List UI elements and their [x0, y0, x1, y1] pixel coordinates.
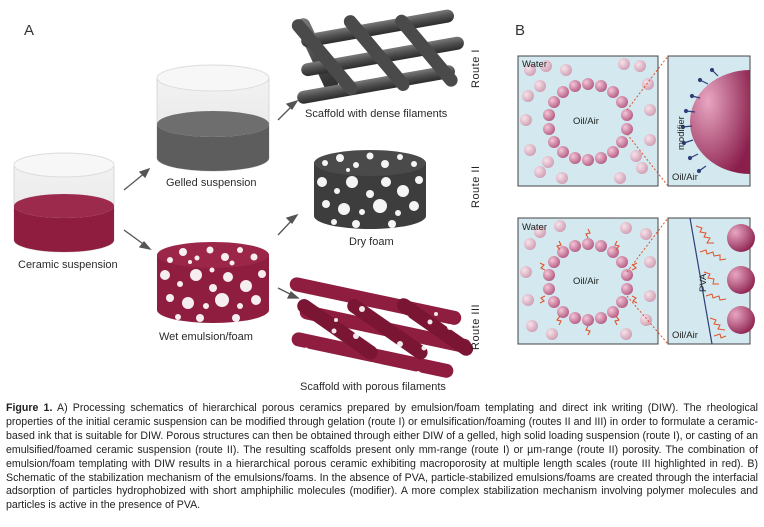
route-1-label: Route I [470, 49, 482, 88]
modifier-chains [680, 67, 719, 174]
dry-foam-cylinder [314, 150, 426, 229]
gelled-suspension-label: Gelled suspension [166, 177, 257, 189]
arrow-to-dense-scaffold [277, 99, 299, 121]
figure-graphics [13, 9, 755, 378]
route-3-label: Route III [470, 303, 482, 350]
panel-b-top-box [517, 55, 751, 187]
arrow-to-gelled [123, 167, 151, 191]
pva-label: PVA [698, 273, 709, 292]
oil-air-top-label: Oil/Air [573, 116, 599, 127]
oil-air-zoom-bottom-label: Oil/Air [672, 330, 698, 341]
water-bottom-label: Water [522, 222, 547, 233]
panel-b-letter: B [515, 22, 526, 39]
porous-scaffold-label: Scaffold with porous filaments [300, 381, 446, 393]
figure-caption: Figure 1. A) Processing schematics of hi… [6, 402, 758, 513]
particle-ring-top [543, 78, 633, 166]
route-2-label: Route II [470, 165, 482, 208]
ceramic-suspension-beaker [13, 152, 115, 253]
modifier-label: modifier [676, 116, 687, 150]
ceramic-suspension-label: Ceramic suspension [18, 259, 118, 271]
dense-scaffold [291, 9, 464, 104]
particle-ring-bottom [543, 238, 633, 326]
arrow-to-emulsion [123, 229, 152, 251]
caption-text: A) Processing schematics of hierarchical… [6, 402, 759, 512]
wet-emulsion-cylinder [157, 242, 269, 323]
oil-air-bottom-label: Oil/Air [573, 276, 599, 287]
water-top-label: Water [522, 59, 547, 70]
caption-label: Figure 1. [6, 402, 53, 414]
arrow-to-dry-foam [277, 213, 299, 236]
dense-scaffold-label: Scaffold with dense filaments [305, 108, 448, 120]
arrow-to-porous-scaffold [277, 287, 300, 299]
oil-air-zoom-top-label: Oil/Air [672, 172, 698, 183]
porous-scaffold [289, 277, 474, 378]
dry-foam-label: Dry foam [349, 236, 394, 248]
panel-a-letter: A [24, 22, 35, 39]
gelled-suspension-beaker [156, 64, 270, 172]
pva-chains [539, 228, 638, 336]
wet-emulsion-label: Wet emulsion/foam [159, 331, 253, 343]
panel-b-bottom-box [517, 217, 755, 345]
